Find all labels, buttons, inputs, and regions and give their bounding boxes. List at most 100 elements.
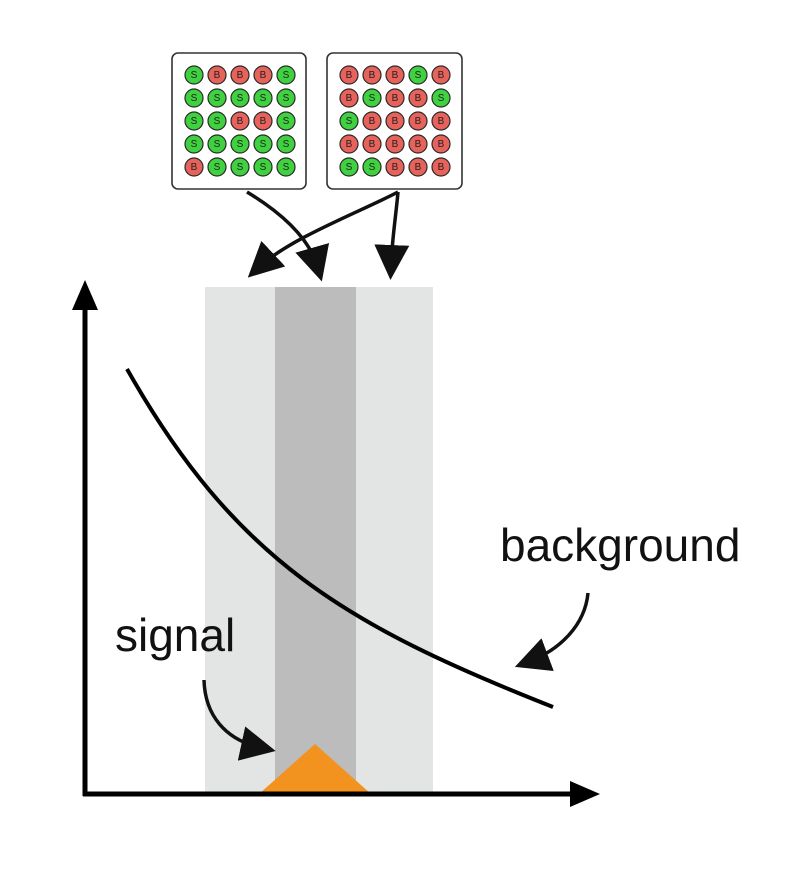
signal-dot bbox=[253, 88, 273, 108]
dot-letter: S bbox=[260, 162, 267, 173]
background-dot bbox=[230, 111, 250, 131]
background-dot bbox=[431, 134, 451, 154]
dot-letter: B bbox=[214, 70, 221, 81]
signal-dot bbox=[276, 111, 296, 131]
signal-dot bbox=[184, 111, 204, 131]
signal-dot bbox=[230, 157, 250, 177]
dot-letter: S bbox=[237, 93, 244, 104]
dot-letter: S bbox=[260, 139, 267, 150]
dot-letter: S bbox=[283, 116, 290, 127]
dot-letter: S bbox=[214, 93, 221, 104]
dot-letter: S bbox=[191, 70, 198, 81]
background-dot bbox=[385, 111, 405, 131]
signal-dot bbox=[184, 134, 204, 154]
background-dot bbox=[431, 111, 451, 131]
dot-letter: B bbox=[237, 70, 244, 81]
dot-letter: B bbox=[346, 93, 353, 104]
background-dot bbox=[339, 88, 359, 108]
dot-letter: S bbox=[369, 93, 376, 104]
dot-letter: B bbox=[392, 139, 399, 150]
dot-letter: S bbox=[214, 162, 221, 173]
signal-dot bbox=[339, 111, 359, 131]
arrow-right-panel-to-left-sideband bbox=[247, 190, 399, 278]
background-dot bbox=[431, 65, 451, 85]
arrow-right-icon bbox=[570, 781, 600, 807]
background-dot bbox=[408, 111, 428, 131]
signal-dot bbox=[207, 134, 227, 154]
background-dot bbox=[253, 111, 273, 131]
dot-letter: B bbox=[237, 116, 244, 127]
dot-letter: S bbox=[191, 93, 198, 104]
background-dot bbox=[362, 111, 382, 131]
signal-window-band bbox=[275, 287, 356, 795]
signal-dot bbox=[207, 157, 227, 177]
background-dot bbox=[184, 157, 204, 177]
background-curve bbox=[125, 368, 554, 709]
signal-dot bbox=[431, 88, 451, 108]
background-dot bbox=[385, 88, 405, 108]
background-dot bbox=[339, 134, 359, 154]
background-dot bbox=[362, 134, 382, 154]
arrow-background-label bbox=[514, 592, 590, 672]
signal-dot bbox=[408, 65, 428, 85]
arrow-right-panel-to-right-sideband bbox=[374, 191, 410, 280]
dot-letter: B bbox=[438, 139, 445, 150]
background-dot bbox=[385, 157, 405, 177]
dot-letter: S bbox=[346, 116, 353, 127]
dot-letter: S bbox=[260, 93, 267, 104]
signal-dot bbox=[207, 88, 227, 108]
dot-letter: B bbox=[438, 116, 445, 127]
dot-letter: S bbox=[191, 116, 198, 127]
sideband-left bbox=[205, 287, 275, 795]
dot-letter: S bbox=[438, 93, 445, 104]
background-dot bbox=[362, 65, 382, 85]
dot-letter: S bbox=[283, 162, 290, 173]
dot-letter: B bbox=[392, 70, 399, 81]
dot-letter: B bbox=[191, 162, 198, 173]
arrow-up-icon bbox=[72, 280, 98, 310]
signal-dot bbox=[253, 157, 273, 177]
background-dot bbox=[385, 65, 405, 85]
arrow-left-panel-to-signal-window bbox=[246, 190, 330, 282]
signal-dot bbox=[276, 88, 296, 108]
dot-letter: B bbox=[438, 162, 445, 173]
background-dot bbox=[207, 65, 227, 85]
sideband-right bbox=[356, 287, 433, 795]
dot-letter: B bbox=[260, 116, 267, 127]
dot-letter: B bbox=[369, 70, 376, 81]
signal-dot bbox=[184, 65, 204, 85]
dot-letter: B bbox=[346, 70, 353, 81]
dot-letter: B bbox=[438, 70, 445, 81]
background-dot bbox=[230, 65, 250, 85]
signal-label: signal bbox=[115, 609, 235, 661]
dot-letter: S bbox=[346, 162, 353, 173]
background-dot bbox=[339, 65, 359, 85]
dot-letter: B bbox=[346, 139, 353, 150]
dot-letter: S bbox=[283, 139, 290, 150]
background-dot bbox=[385, 134, 405, 154]
dot-letter: S bbox=[415, 70, 422, 81]
signal-dot bbox=[362, 157, 382, 177]
dot-letter: S bbox=[191, 139, 198, 150]
dot-letter: B bbox=[260, 70, 267, 81]
dot-letter: B bbox=[392, 162, 399, 173]
dot-letter: S bbox=[283, 93, 290, 104]
dot-letter: B bbox=[392, 116, 399, 127]
dot-letter: S bbox=[369, 162, 376, 173]
background-dot bbox=[408, 134, 428, 154]
signal-peak bbox=[259, 744, 371, 794]
signal-dot bbox=[276, 157, 296, 177]
signal-dot bbox=[207, 111, 227, 131]
dot-letter: B bbox=[392, 93, 399, 104]
background-dot bbox=[431, 157, 451, 177]
dot-letter: B bbox=[415, 162, 422, 173]
arrow-signal-label bbox=[202, 679, 276, 761]
dot-letter: S bbox=[214, 116, 221, 127]
dot-letter: B bbox=[415, 93, 422, 104]
dot-letter: B bbox=[415, 139, 422, 150]
signal-dot bbox=[230, 134, 250, 154]
signal-dot bbox=[362, 88, 382, 108]
signal-dot bbox=[230, 88, 250, 108]
dot-letter: B bbox=[415, 116, 422, 127]
